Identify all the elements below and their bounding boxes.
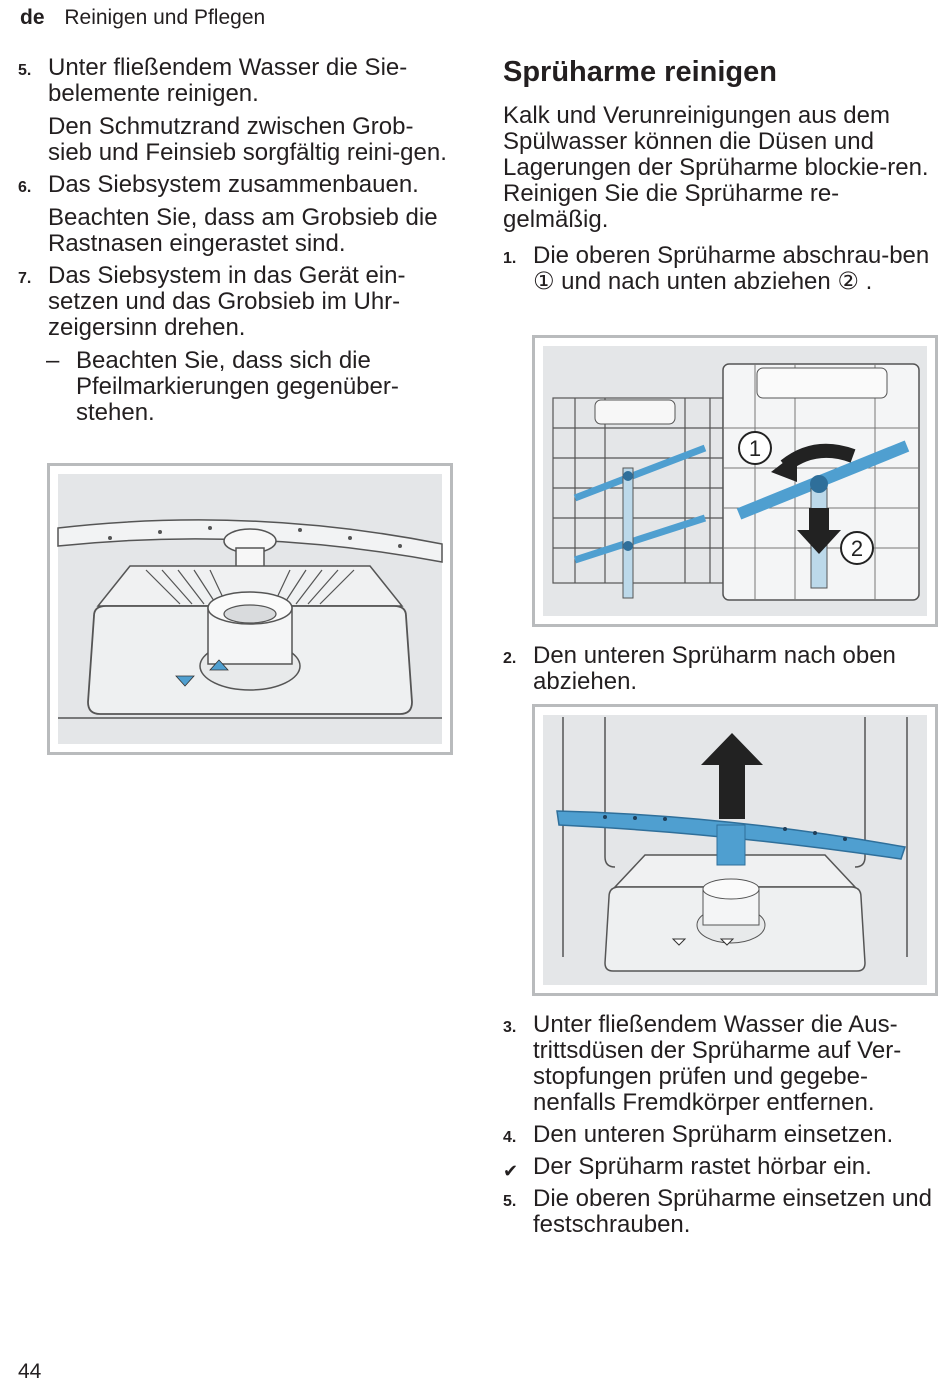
- step-text: Den unteren Sprüharm nach oben abziehen.: [533, 642, 896, 695]
- step-5: 5. Unter fließendem Wasser die Sie-belem…: [18, 55, 448, 107]
- step-number: 3.: [503, 1019, 517, 1036]
- upper-spray-arm-illustration: 1 2: [543, 346, 927, 616]
- left-column: 5. Unter fließendem Wasser die Sie-belem…: [18, 55, 448, 426]
- figure-upper-spray-arms: 1 2: [532, 335, 938, 627]
- step-text: Den unteren Sprüharm einsetzen.: [533, 1121, 894, 1148]
- language-code: de: [20, 6, 45, 29]
- section-title: Reinigen und Pflegen: [64, 6, 266, 29]
- running-header: de Reinigen und Pflegen: [20, 6, 265, 30]
- step-number: 4.: [503, 1129, 517, 1146]
- dash-mark: –: [46, 347, 60, 374]
- checkmark-icon: ✔: [503, 1161, 519, 1181]
- step-text: Unter fließendem Wasser die Aus-trittsdü…: [533, 1011, 902, 1116]
- section-heading: Sprüharme reinigen: [503, 56, 777, 88]
- callout-1: 1: [749, 436, 761, 461]
- result-line: ✔ Der Sprüharm rastet hörbar ein.: [503, 1153, 933, 1182]
- step-6: 6. Das Siebsystem zusammenbauen.: [18, 172, 448, 198]
- step-text: Das Siebsystem in das Gerät ein-setzen u…: [48, 262, 406, 341]
- step-number: 6.: [18, 179, 32, 196]
- step-number: 5.: [503, 1193, 517, 1210]
- figure-sieve-system: [47, 463, 453, 755]
- figure-lower-spray-arm: [532, 704, 938, 996]
- result-text: Der Sprüharm rastet hörbar ein.: [533, 1153, 872, 1180]
- step-text: Die oberen Sprüharme abschrau-ben ① und …: [533, 242, 930, 295]
- right-column: Sprüharme reinigen Kalk und Verunreinigu…: [503, 55, 933, 295]
- dash-text: Beachten Sie, dass sich die Pfeilmarkier…: [76, 347, 399, 426]
- step-number: 1.: [503, 250, 517, 267]
- step-5-right: 5. Die oberen Sprüharme einsetzen und fe…: [503, 1186, 933, 1238]
- lower-spray-arm-illustration: [543, 715, 927, 985]
- intro-paragraph: Kalk und Verunreinigungen aus dem Spülwa…: [503, 102, 929, 233]
- step-number: 5.: [18, 62, 32, 79]
- step-4: 4. Den unteren Sprüharm einsetzen.: [503, 1122, 933, 1148]
- dash-item: – Beachten Sie, dass sich die Pfeilmarki…: [18, 348, 448, 426]
- sieve-illustration: [57, 474, 443, 744]
- step-1: 1. Die oberen Sprüharme abschrau-ben ① u…: [503, 243, 933, 295]
- step-number: 7.: [18, 270, 32, 287]
- step-number: 2.: [503, 650, 517, 667]
- step-text: Unter fließendem Wasser die Sie-belement…: [48, 54, 408, 107]
- step-7: 7. Das Siebsystem in das Gerät ein-setze…: [18, 263, 448, 341]
- right-column-lower: 3. Unter fließendem Wasser die Aus-tritt…: [503, 1012, 933, 1238]
- step-text: Das Siebsystem zusammenbauen.: [48, 171, 419, 198]
- step-2: 2. Den unteren Sprüharm nach oben abzieh…: [503, 643, 950, 695]
- callout-2: 2: [851, 536, 863, 561]
- step-note: Den Schmutzrand zwischen Grob-sieb und F…: [48, 113, 447, 166]
- step-note: Beachten Sie, dass am Grobsieb die Rastn…: [48, 204, 438, 257]
- step-3: 3. Unter fließendem Wasser die Aus-tritt…: [503, 1012, 933, 1116]
- page-number: 44: [18, 1360, 42, 1383]
- step-text: Die oberen Sprüharme einsetzen und fests…: [533, 1185, 932, 1238]
